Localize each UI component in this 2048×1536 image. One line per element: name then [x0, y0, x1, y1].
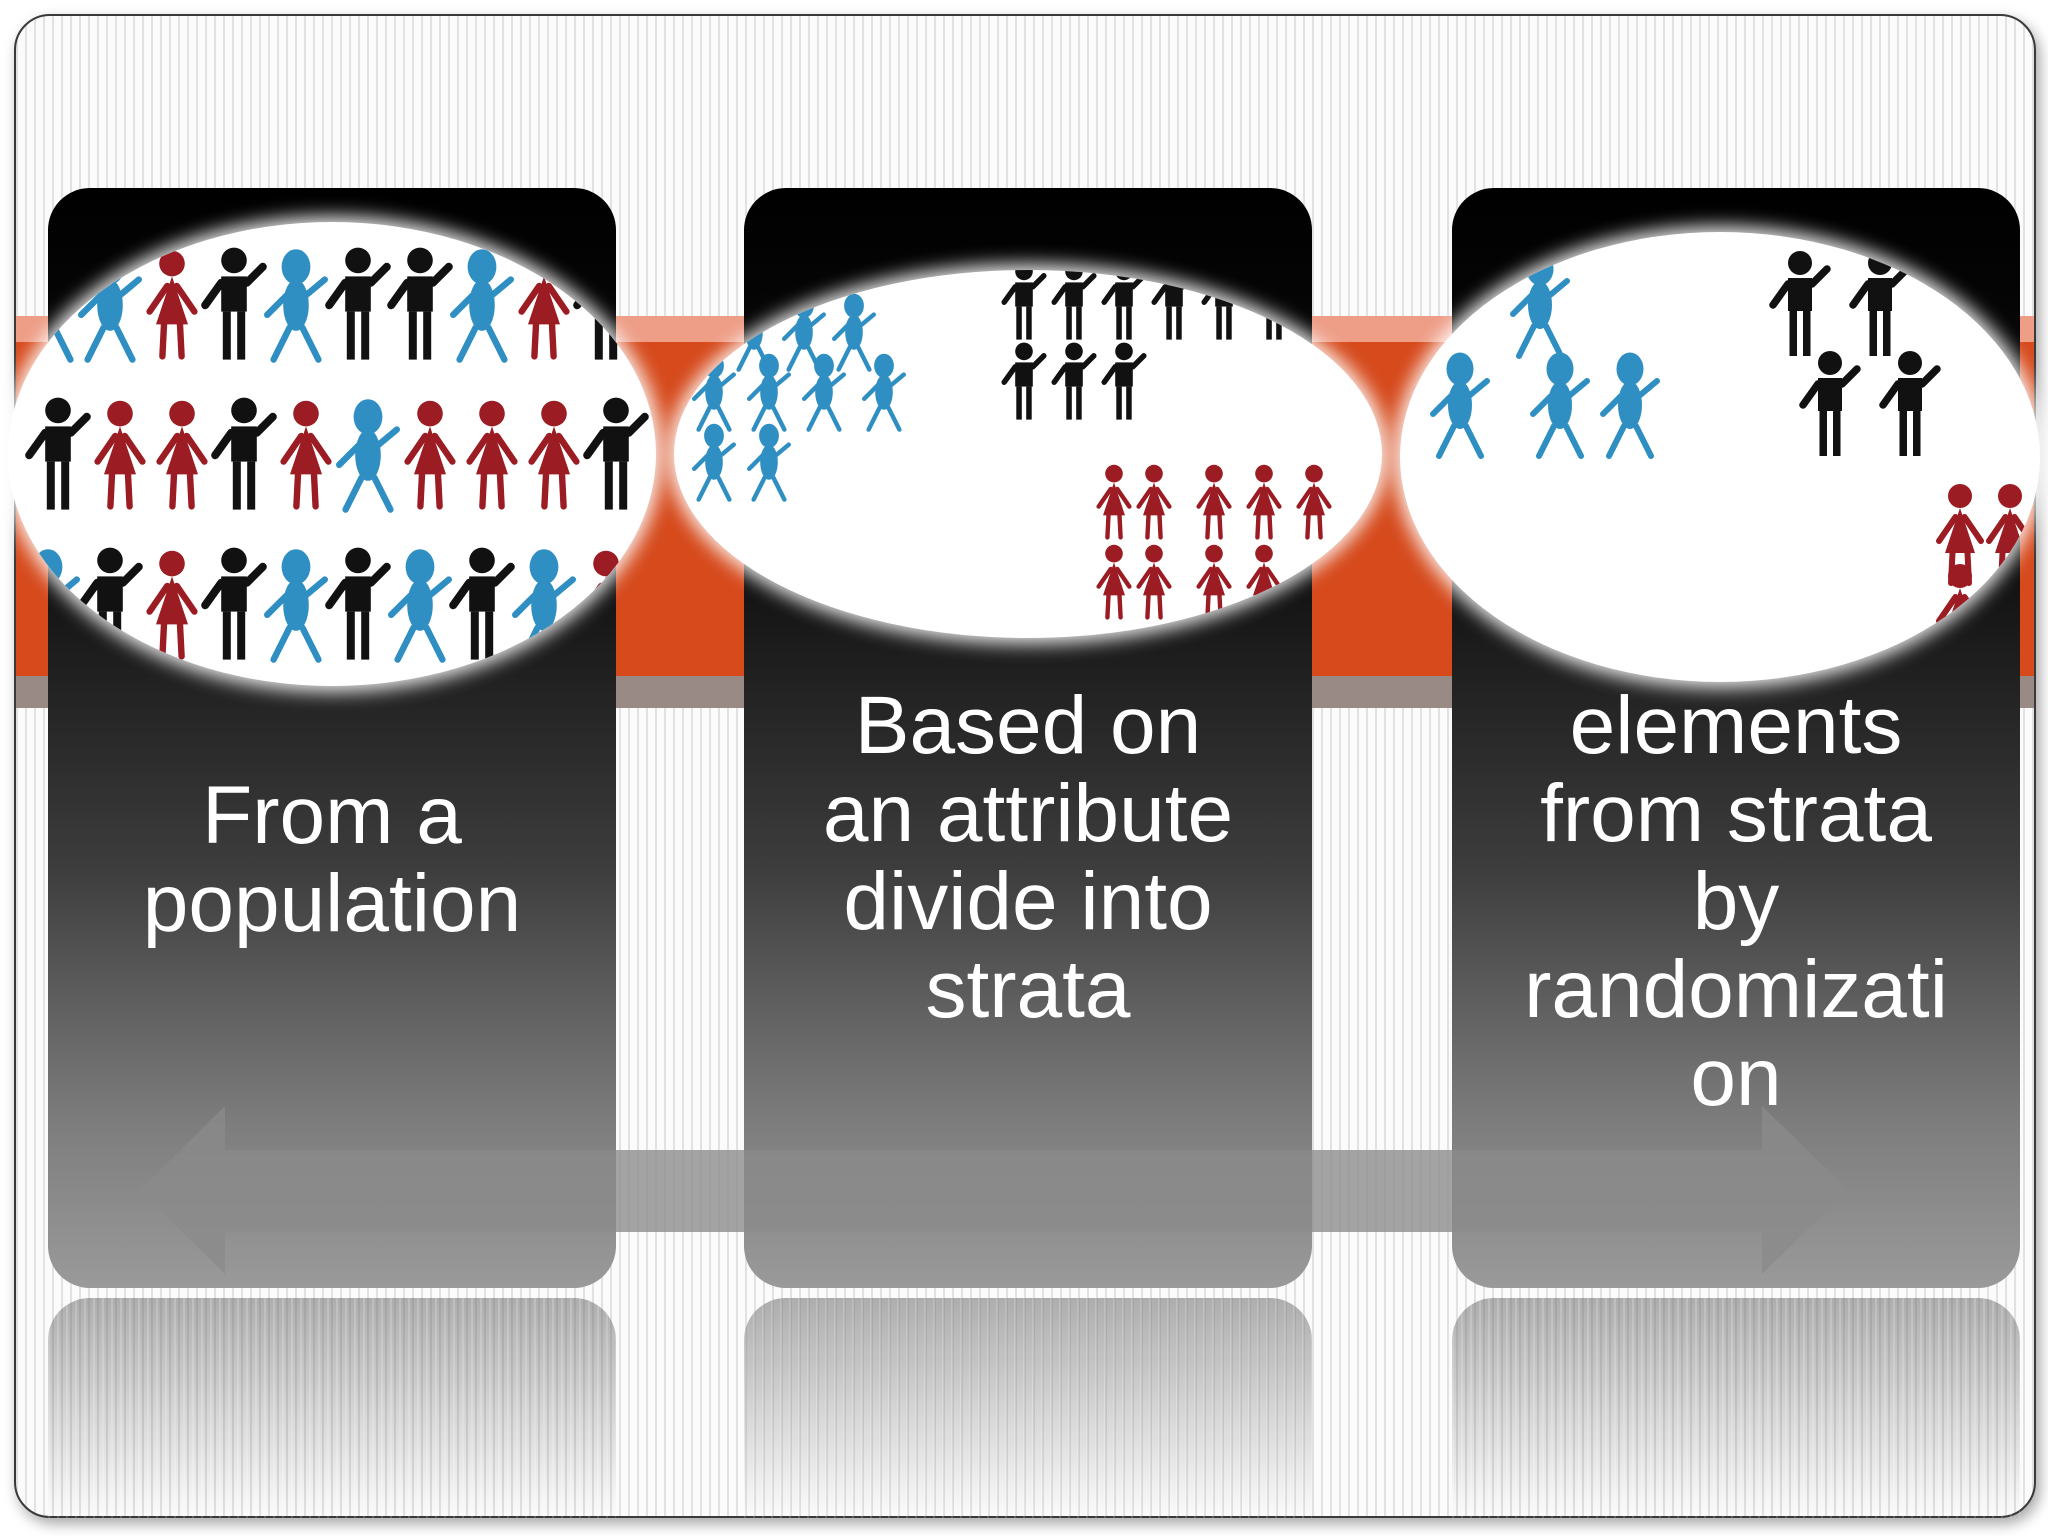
step-2-text: Based on an attribute divide into strata	[822, 680, 1234, 1035]
panel-reflection	[48, 1298, 616, 1518]
panel-reflection	[1452, 1298, 2020, 1518]
sampled-groups-icon	[1400, 232, 2040, 682]
step-1-text: From a population	[142, 770, 522, 949]
step-3-text: elements from strata by randomizati on	[1524, 680, 1948, 1123]
hidden-text-fragment	[1690, 1476, 1810, 1536]
population-people-icon	[8, 222, 656, 686]
stratified-groups-icon	[674, 270, 1382, 638]
panel-reflection	[744, 1298, 1312, 1518]
